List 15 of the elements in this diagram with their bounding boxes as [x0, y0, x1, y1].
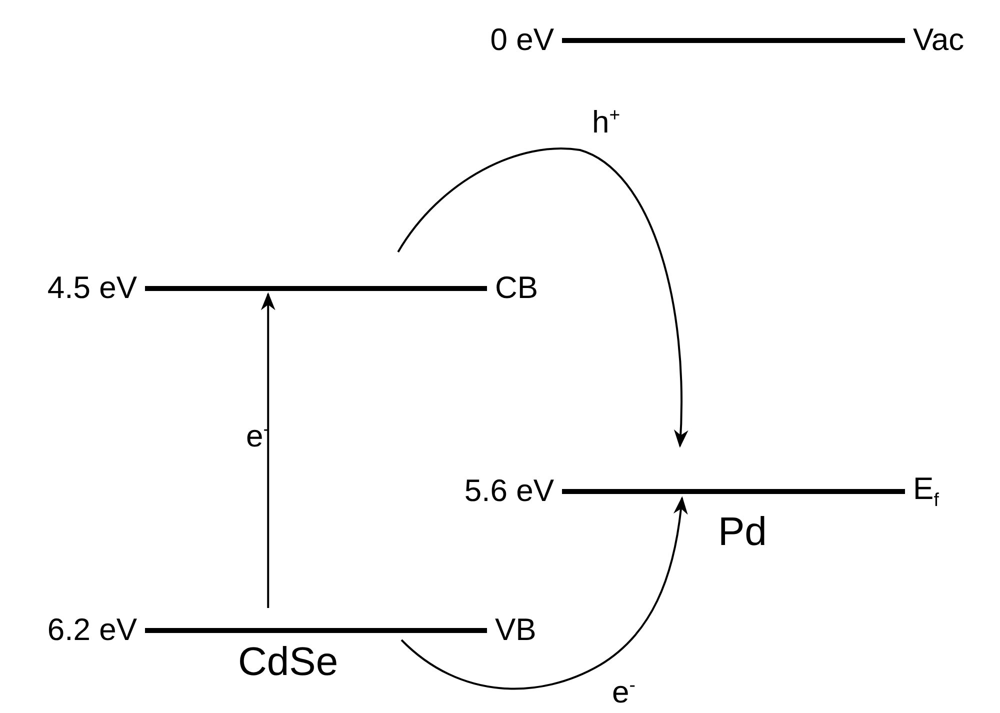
level-label: VB [495, 612, 536, 648]
level-label: Vac [913, 22, 964, 58]
energy-value: 5.6 eV [463, 473, 554, 509]
edge-label: h$^{+}$ [592, 106, 620, 138]
arrow [397, 148, 688, 448]
level-label: CB [495, 270, 538, 306]
energy-value: 6.2 eV [46, 612, 137, 648]
material-label: CdSe [238, 642, 338, 682]
edge-label: e$^{-}$ [612, 676, 636, 708]
energy-value: 4.5 eV [46, 270, 137, 306]
arrow [400, 496, 688, 690]
energy-value: 0 eV [489, 22, 554, 58]
material-label: Pd [718, 512, 767, 552]
arrow [260, 292, 276, 608]
level-label: E$_{f}$ [913, 470, 939, 512]
